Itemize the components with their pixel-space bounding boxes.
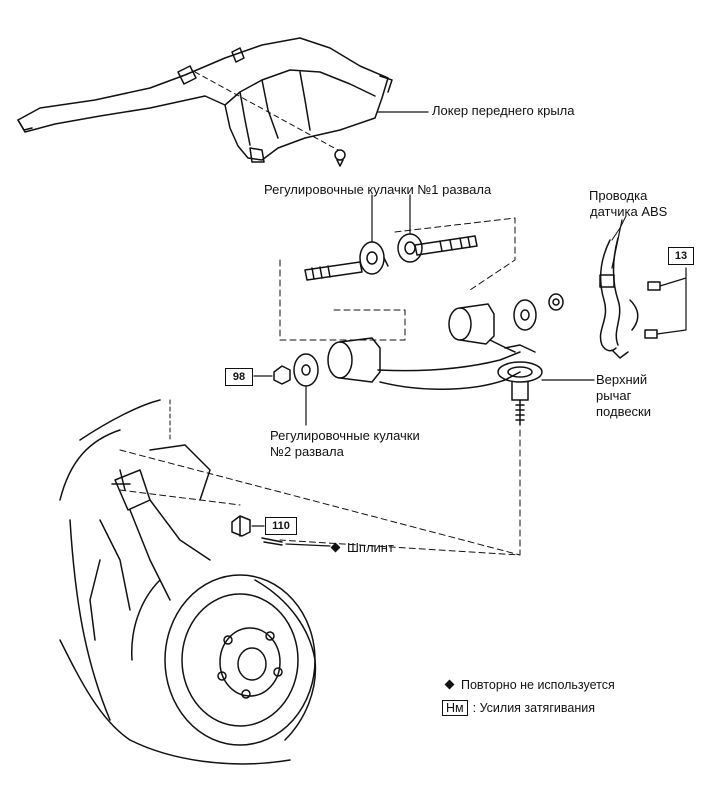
legend-non-reusable-text: Повторно не используется: [461, 678, 615, 692]
fender-liner-clip: [334, 149, 346, 167]
legend-non-reusable: Повторно не используется: [444, 677, 615, 693]
abs-wire-harness: [599, 237, 661, 359]
upper-arm-label-line1: Верхний: [596, 372, 648, 387]
cotter-pin: [261, 537, 283, 546]
legend-torque: Нм : Усилия затягивания: [442, 700, 595, 716]
upper-arm-label-line2: рычаг: [596, 388, 632, 403]
torque-box-cam-nut: 98: [225, 368, 253, 386]
fender-liner-part: [17, 37, 393, 163]
non-reusable-diamond-icon: [330, 542, 341, 553]
camber-cam-2-parts: [273, 353, 319, 387]
fender-liner-label: Локер переднего крыла: [432, 103, 575, 118]
legend-diamond-icon: [444, 679, 455, 690]
torque-box-ball-joint: 110: [265, 517, 297, 535]
upper-control-arm: [327, 303, 543, 426]
camber-cam-2-label-line2: №2 развала: [270, 444, 344, 459]
legend-torque-symbol: Нм: [442, 700, 468, 716]
cotter-pin-text: Шплинт: [347, 540, 394, 555]
castle-nut: [231, 515, 251, 537]
cotter-pin-label: Шплинт: [330, 540, 394, 556]
camber-cam-1-label: Регулировочные кулачки №1 развала: [264, 182, 492, 197]
camber-cam-2-label-line1: Регулировочные кулачки: [270, 428, 420, 443]
legend-torque-text: : Усилия затягивания: [472, 701, 595, 715]
abs-wire-label-line2: датчика ABS: [590, 204, 668, 219]
abs-wire-label-line1: Проводка: [589, 188, 648, 203]
upper-arm-label-line3: подвески: [596, 404, 652, 419]
torque-box-abs: 13: [668, 247, 694, 265]
camber-cam-1-parts: [304, 233, 478, 281]
steering-knuckle-and-disc: [59, 399, 317, 765]
arm-side-cams: [513, 293, 564, 331]
